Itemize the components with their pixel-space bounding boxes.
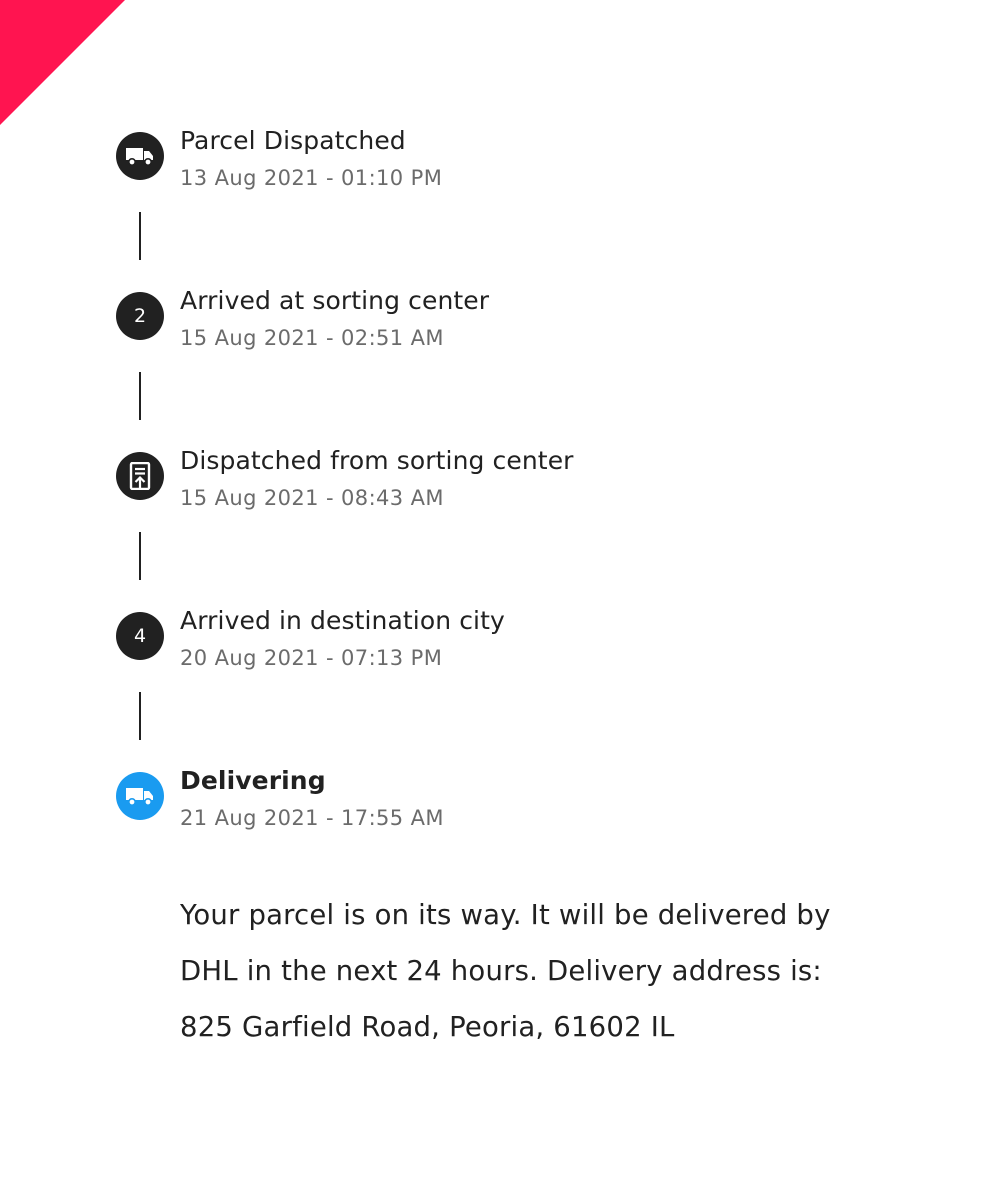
timeline-step-sorting-center-dispatch: Dispatched from sorting center 15 Aug 20… xyxy=(116,446,976,532)
document-upload-icon xyxy=(129,462,151,490)
step-marker xyxy=(116,452,164,500)
step-timestamp: 15 Aug 2021 - 02:51 AM xyxy=(180,326,444,350)
timeline-step-sorting-center-arrival: 2 Arrived at sorting center 15 Aug 2021 … xyxy=(116,286,976,372)
step-title: Parcel Dispatched xyxy=(180,126,406,155)
timeline-connector xyxy=(139,532,141,580)
step-marker xyxy=(116,132,164,180)
timeline-connector xyxy=(139,692,141,740)
timeline-step-destination-arrival: 4 Arrived in destination city 20 Aug 202… xyxy=(116,606,976,692)
timeline-connector xyxy=(139,212,141,260)
step-marker-active xyxy=(116,772,164,820)
step-number-badge: 2 xyxy=(116,292,164,340)
step-title: Arrived at sorting center xyxy=(180,286,490,315)
delivery-message: Your parcel is on its way. It will be de… xyxy=(180,887,880,1055)
step-title: Dispatched from sorting center xyxy=(180,446,574,475)
timeline-connector xyxy=(139,372,141,420)
truck-icon xyxy=(125,145,155,167)
step-number-badge: 4 xyxy=(116,612,164,660)
step-number: 2 xyxy=(133,304,147,327)
step-title: Arrived in destination city xyxy=(180,606,505,635)
delivery-message-line: DHL in the next 24 hours. Delivery addre… xyxy=(180,955,822,987)
step-timestamp: 15 Aug 2021 - 08:43 AM xyxy=(180,486,444,510)
corner-ribbon xyxy=(0,0,125,125)
timeline-step-delivering: Delivering 21 Aug 2021 - 17:55 AM xyxy=(116,766,976,852)
delivery-address: 825 Garfield Road, Peoria, 61602 IL xyxy=(180,1011,675,1043)
delivery-message-line: Your parcel is on its way. It will be de… xyxy=(180,899,831,931)
step-timestamp: 13 Aug 2021 - 01:10 PM xyxy=(180,166,443,190)
truck-icon xyxy=(125,785,155,807)
timeline-step-parcel-dispatched: Parcel Dispatched 13 Aug 2021 - 01:10 PM xyxy=(116,126,976,212)
step-timestamp: 20 Aug 2021 - 07:13 PM xyxy=(180,646,443,670)
step-title: Delivering xyxy=(180,766,326,795)
step-number: 4 xyxy=(133,624,147,647)
step-timestamp: 21 Aug 2021 - 17:55 AM xyxy=(180,806,444,830)
